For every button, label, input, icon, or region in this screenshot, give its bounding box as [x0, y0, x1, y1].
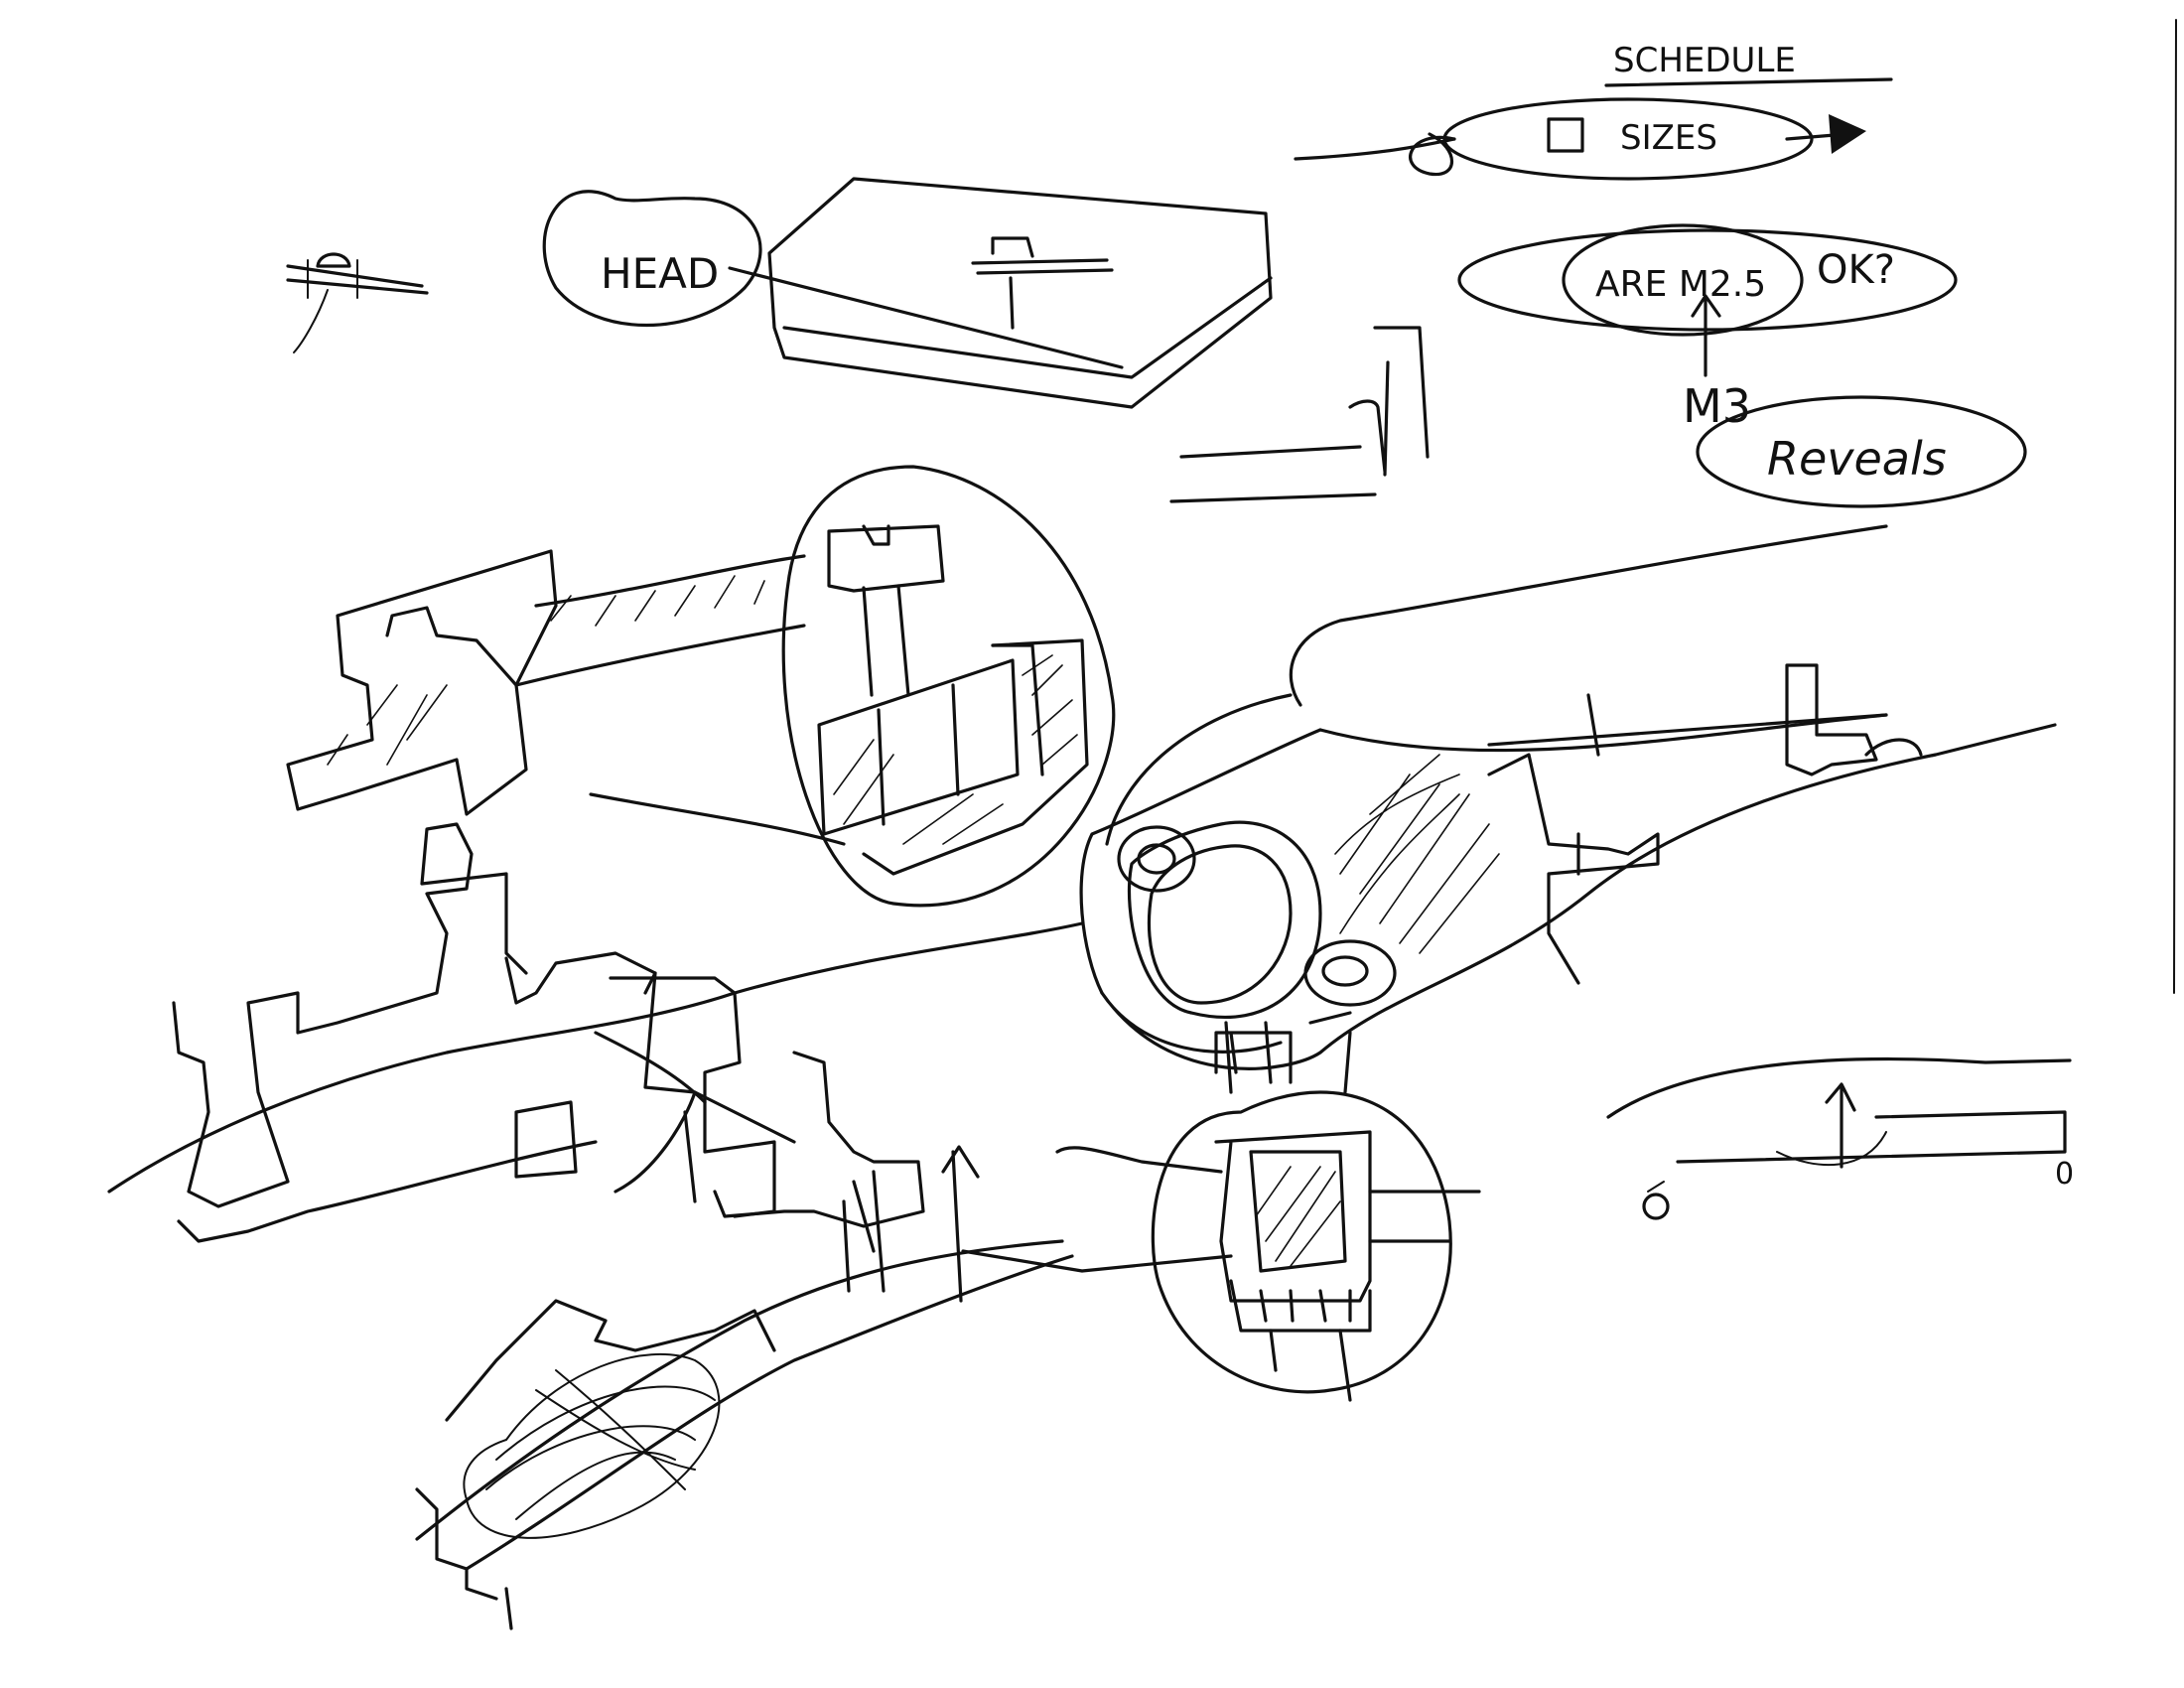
- center-arrow: [941, 1145, 980, 1303]
- block-front: [817, 658, 1020, 836]
- t-bar-detail: [286, 549, 806, 816]
- scale-origin-tick: [1647, 1181, 1665, 1193]
- t-bar-hatching: [327, 575, 765, 766]
- sizes-bubble: [1442, 97, 1814, 181]
- head-t-section: [971, 236, 1114, 330]
- cap-left-curve: [1105, 693, 1293, 846]
- stem-shaft: [862, 584, 910, 697]
- sill-small-box: [514, 1100, 578, 1179]
- block-side: [862, 638, 1089, 876]
- small-circle-left-core: [1137, 843, 1176, 875]
- head-leader: [728, 266, 1124, 369]
- right-clip: [1785, 663, 1878, 776]
- head-side-section: [1169, 326, 1430, 503]
- scale-curve: [1606, 1057, 2072, 1119]
- lower-box-hatching: [1255, 1166, 1341, 1267]
- head-detail: HEAD: [286, 177, 1430, 503]
- scale-zero-label: 0: [2055, 1157, 2074, 1192]
- ok-label: OK?: [1817, 247, 1895, 293]
- big-oval-outer: [1127, 820, 1322, 1019]
- sizes-label: SIZES: [1620, 118, 1717, 158]
- section-mark-ticks: [293, 259, 358, 353]
- block-hatching: [833, 654, 1078, 845]
- t-bar-outline: [286, 549, 558, 816]
- lower-box-inner: [1249, 1150, 1347, 1273]
- leader-line: [1294, 137, 1456, 161]
- outer-note-bubble: [1457, 228, 1958, 332]
- reveals-label: Reveals: [1767, 432, 1947, 486]
- m3-label: M3: [1683, 379, 1751, 433]
- scale-bar-line: [1676, 1110, 2067, 1164]
- circle-top-connector: [1214, 1031, 1293, 1084]
- sill-run-detail: [107, 822, 1084, 1293]
- head-slab-edge: [782, 276, 1273, 379]
- stem-cap: [827, 524, 945, 593]
- schedule-label: SCHEDULE: [1613, 41, 1796, 80]
- sheet-edge: [2173, 19, 2177, 994]
- sill-left-profile: [172, 822, 528, 1208]
- are-m25-bubble: [1562, 223, 1804, 337]
- head-label: HEAD: [601, 249, 719, 298]
- small-circle-left-icon: [1117, 825, 1196, 893]
- sweep-profile: [445, 1299, 776, 1422]
- oval-callout-outline: [781, 465, 1116, 908]
- lower-box-legs: [1269, 1329, 1352, 1402]
- small-circle-right-icon: [1303, 939, 1397, 1007]
- reveals-bubble: [1696, 395, 2027, 508]
- lower-left-sweep: [415, 1239, 1074, 1630]
- are-m25-label: ARE M2.5: [1595, 264, 1766, 305]
- oval-callout-detail: [589, 465, 1116, 908]
- lower-circle-detail: [961, 1031, 1481, 1402]
- scale-north-icon: [1825, 1082, 1856, 1169]
- lower-box-outer: [1214, 1130, 1372, 1303]
- sweep-scribble: [463, 1352, 721, 1539]
- scale-swash: [1776, 1131, 1887, 1167]
- right-clip-curve: [1864, 738, 1923, 757]
- leader-loop: [1409, 132, 1456, 177]
- schedule-underline: [1604, 77, 1893, 87]
- sill-riser: [609, 976, 776, 1218]
- head-slab-outline: [767, 177, 1273, 409]
- shell-outer: [1079, 728, 1322, 995]
- sill-curves: [594, 1031, 707, 1194]
- sizes-arrowhead-icon: [1829, 114, 1866, 154]
- t-bar-rail: [514, 554, 806, 687]
- mullion-flange: [1487, 693, 1888, 757]
- mullion-plan-detail: [1079, 524, 2057, 1094]
- north-arrow-icon: [941, 1145, 980, 1303]
- lower-box-teeth: [1229, 1279, 1372, 1333]
- block-lines: [877, 643, 1044, 826]
- shell-lower: [1100, 723, 2057, 1070]
- mullion-insert: [1487, 753, 1660, 985]
- material-note: ARE M2.5 OK? M3 Reveals: [1457, 223, 2027, 508]
- sill-lower-line: [177, 1140, 598, 1243]
- sweep-base: [415, 1487, 513, 1630]
- up-arrow-icon: [1691, 294, 1721, 377]
- section-cut-icon: [316, 252, 351, 268]
- lower-circle-outline: [1151, 1090, 1452, 1394]
- mullion-legs: [1224, 1011, 1352, 1094]
- big-oval-inner: [1147, 844, 1293, 1005]
- t-bar-top: [385, 606, 518, 687]
- rounded-cap-top: [1289, 524, 1888, 753]
- sill-inner-line: [643, 971, 796, 1203]
- cap-hatching: [1334, 754, 1500, 954]
- sizes-box-icon: [1547, 117, 1584, 153]
- sweep-lines: [415, 1239, 1074, 1571]
- scale-bar: 0: [1606, 1057, 2074, 1220]
- lower-box-arms: [961, 1146, 1481, 1273]
- scale-origin-icon: [1642, 1193, 1670, 1220]
- sill-step: [713, 1051, 925, 1228]
- head-bubble: [542, 190, 762, 328]
- small-circle-right-core: [1321, 955, 1369, 987]
- schedule-note: SCHEDULE SIZES: [1294, 41, 1893, 181]
- callout-leader: [589, 792, 846, 846]
- sill-upper-line: [107, 921, 1084, 1194]
